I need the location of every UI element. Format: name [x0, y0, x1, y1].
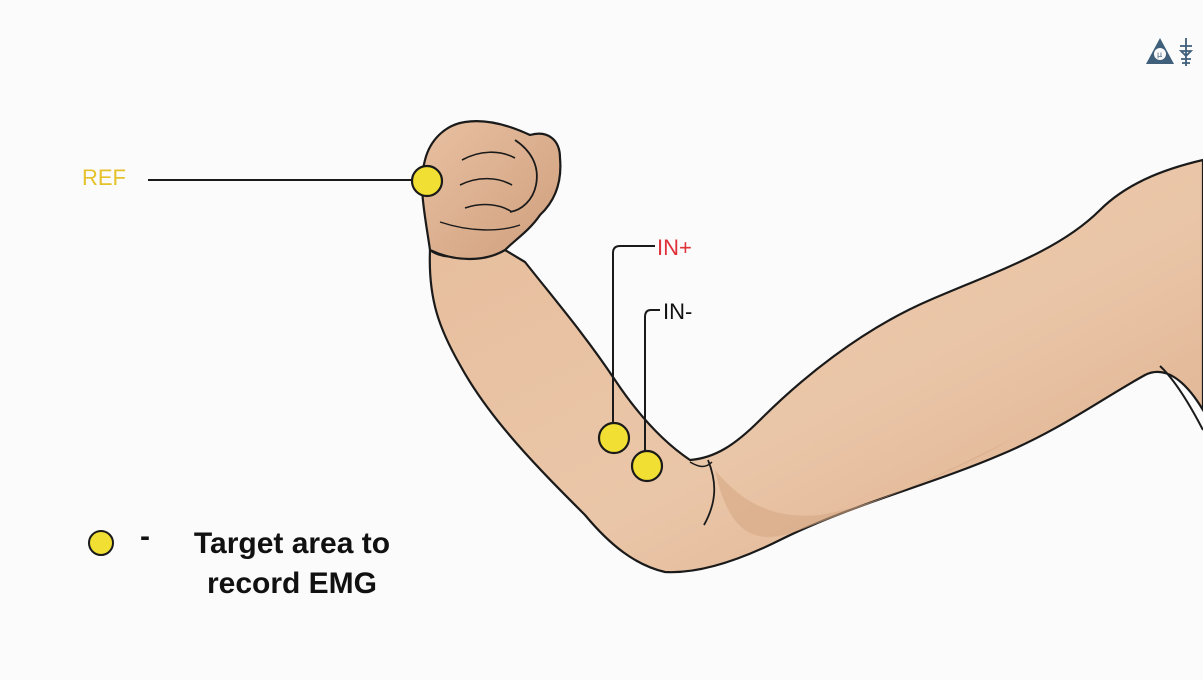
electrode-icon-in-minus [632, 451, 662, 481]
in-plus-label: IN+ [657, 236, 692, 260]
electrode-icon-in-plus [599, 423, 629, 453]
legend-line-1: Target area to [162, 524, 422, 564]
legend-dash: - [140, 520, 150, 554]
fist-shape [422, 121, 560, 259]
in-minus-label: IN- [663, 300, 692, 324]
electrode-icon-ref [412, 166, 442, 196]
arm-shape [430, 160, 1203, 572]
fist-illustration [422, 121, 560, 259]
logo-icon: μ [1143, 34, 1199, 70]
legend-text: Target area to record EMG [162, 524, 422, 604]
electrode-icon [88, 530, 114, 556]
ref-label: REF [82, 166, 126, 190]
logo-mu: μ [1157, 50, 1162, 59]
arm-illustration [430, 160, 1203, 572]
logo-symbol [1180, 38, 1192, 66]
legend-line-2: record EMG [162, 564, 422, 604]
